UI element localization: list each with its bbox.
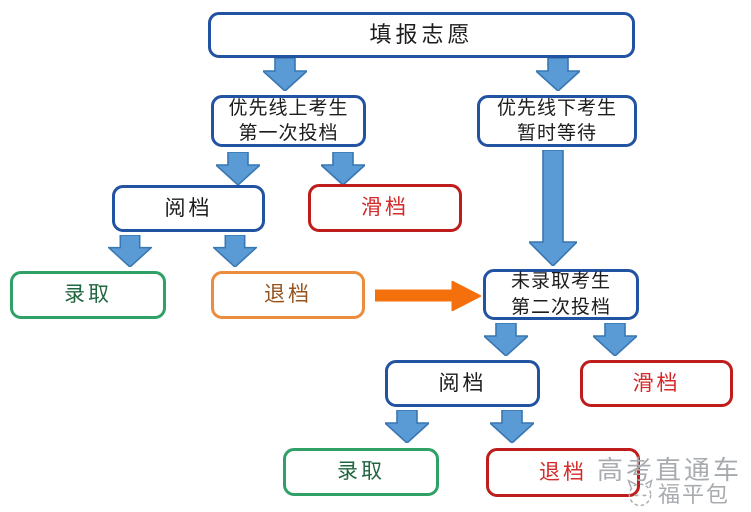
node-admit-2-label: 录取: [337, 459, 385, 484]
node-online-first-line1: 优先线上考生: [228, 97, 349, 119]
watermark-logo-row: 福平包: [622, 477, 730, 509]
node-fill-application: 填报志愿: [208, 12, 635, 58]
down-arrow-to-admit-2: [385, 410, 429, 443]
node-slip-file-2: 滑档: [580, 360, 733, 407]
down-arrow-to-slip-file-1: [321, 152, 365, 185]
node-admit-1-label: 录取: [64, 282, 112, 307]
node-second-round-line1: 未录取考生: [510, 271, 611, 293]
node-online-first-line2: 第一次投档: [238, 123, 339, 144]
node-read-file-1: 阅档: [112, 185, 265, 232]
node-offline-wait-line2: 暂时等待: [516, 123, 597, 144]
node-offline-wait: 优先线下考生 暂时等待: [477, 95, 637, 147]
node-second-round: 未录取考生 第二次投档: [483, 269, 639, 320]
down-arrow-to-return-file-2: [490, 410, 534, 443]
right-arrow-return-to-second-round: [375, 281, 481, 311]
cat-logo-icon: [627, 479, 653, 507]
down-arrow-to-slip-file-2: [593, 323, 637, 356]
node-offline-wait-line1: 优先线下考生: [496, 97, 617, 119]
node-return-file-2-label: 退档: [539, 459, 587, 484]
node-online-first: 优先线上考生 第一次投档: [211, 95, 366, 147]
node-slip-file-2-label: 滑档: [632, 370, 681, 395]
down-arrow-to-offline-wait: [536, 58, 580, 91]
node-return-file-1-label: 退档: [264, 282, 312, 307]
node-return-file-1: 退档: [211, 271, 365, 319]
node-read-file-2: 阅档: [385, 360, 540, 407]
node-return-file-2: 退档: [486, 448, 640, 497]
down-arrow-to-read-file-2: [484, 323, 528, 356]
long-down-arrow-to-second-round: [529, 150, 577, 266]
watermark-logo-text: 福平包: [658, 482, 731, 507]
down-arrow-to-read-file-1: [216, 152, 260, 185]
node-admit-2: 录取: [283, 448, 439, 496]
node-slip-file-1: 滑档: [308, 184, 462, 232]
watermark-brand: 高考直通车: [597, 456, 743, 485]
node-second-round-line2: 第二次投档: [510, 296, 611, 318]
down-arrow-to-admit-1: [108, 235, 152, 267]
node-slip-file-1-label: 滑档: [361, 195, 409, 220]
node-read-file-2-label: 阅档: [438, 370, 487, 395]
down-arrow-to-online-first: [263, 58, 307, 91]
down-arrow-to-return-file-1: [213, 235, 257, 267]
node-fill-application-label: 填报志愿: [369, 22, 474, 48]
node-read-file-1-label: 阅档: [164, 195, 213, 220]
node-admit-1: 录取: [10, 271, 166, 319]
